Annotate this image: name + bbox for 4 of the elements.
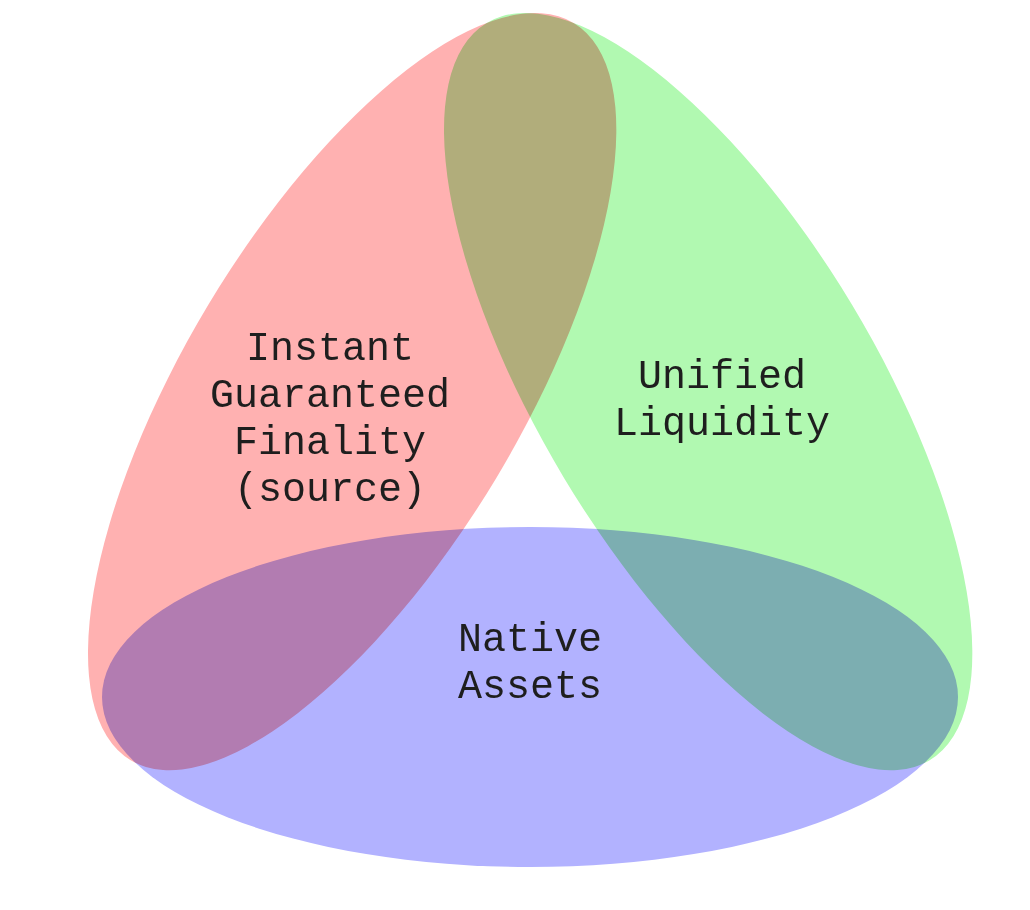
venn-ellipse: [102, 527, 958, 867]
set-label: Instant Guaranteed Finality (source): [209, 326, 450, 514]
set-label: Unified Liquidity: [613, 354, 830, 448]
set-label: Native Assets: [458, 617, 602, 711]
